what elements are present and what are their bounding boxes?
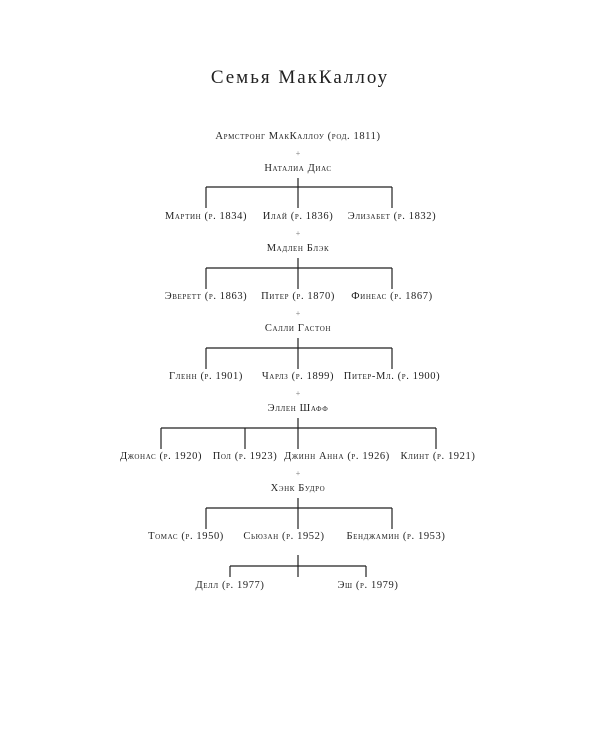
plus-sign: + bbox=[295, 149, 301, 158]
person-gen1: Элизабет (р. 1832) bbox=[347, 211, 437, 222]
person-gen1: Илай (р. 1836) bbox=[262, 211, 334, 222]
person-gen4: Пол (р. 1923) bbox=[212, 451, 278, 462]
plus-sign: + bbox=[295, 469, 301, 478]
person-gen4: Клинт (р. 1921) bbox=[400, 451, 476, 462]
person-gen2: Питер (р. 1870) bbox=[261, 291, 335, 302]
person-gen2: Эверетт (р. 1863) bbox=[164, 291, 248, 302]
person-gen5: Сьюзан (р. 1952) bbox=[243, 531, 325, 542]
person-spouse-1: Наталиа Диас bbox=[264, 163, 332, 174]
person-spouse-3: Салли Гастон bbox=[264, 323, 332, 334]
person-gen3: Гленн (р. 1901) bbox=[169, 371, 243, 382]
plus-sign: + bbox=[295, 229, 301, 238]
plus-sign: + bbox=[295, 309, 301, 318]
person-gen3: Чарлз (р. 1899) bbox=[261, 371, 335, 382]
person-spouse-4: Эллен Шафф bbox=[267, 403, 329, 414]
person-gen4: Джинн Анна (р. 1926) bbox=[284, 451, 390, 462]
person-spouse-2: Мадлен Блэк bbox=[266, 243, 330, 254]
person-gen6: Эш (р. 1979) bbox=[337, 580, 399, 591]
person-founder: Армстронг МакКаллоу (род. 1811) bbox=[215, 131, 381, 142]
person-gen6: Делл (р. 1977) bbox=[195, 580, 265, 591]
plus-sign: + bbox=[295, 389, 301, 398]
person-gen4: Джонас (р. 1920) bbox=[119, 451, 203, 462]
person-gen3: Питер-Мл. (р. 1900) bbox=[343, 371, 441, 382]
person-gen5: Томас (р. 1950) bbox=[148, 531, 224, 542]
person-gen1: Мартин (р. 1834) bbox=[164, 211, 248, 222]
person-gen2: Финеас (р. 1867) bbox=[351, 291, 433, 302]
page-title: Семья МакКаллоу bbox=[210, 67, 390, 88]
person-gen5: Бенджамин (р. 1953) bbox=[346, 531, 446, 542]
person-spouse-5: Хэнк Будро bbox=[270, 483, 326, 494]
